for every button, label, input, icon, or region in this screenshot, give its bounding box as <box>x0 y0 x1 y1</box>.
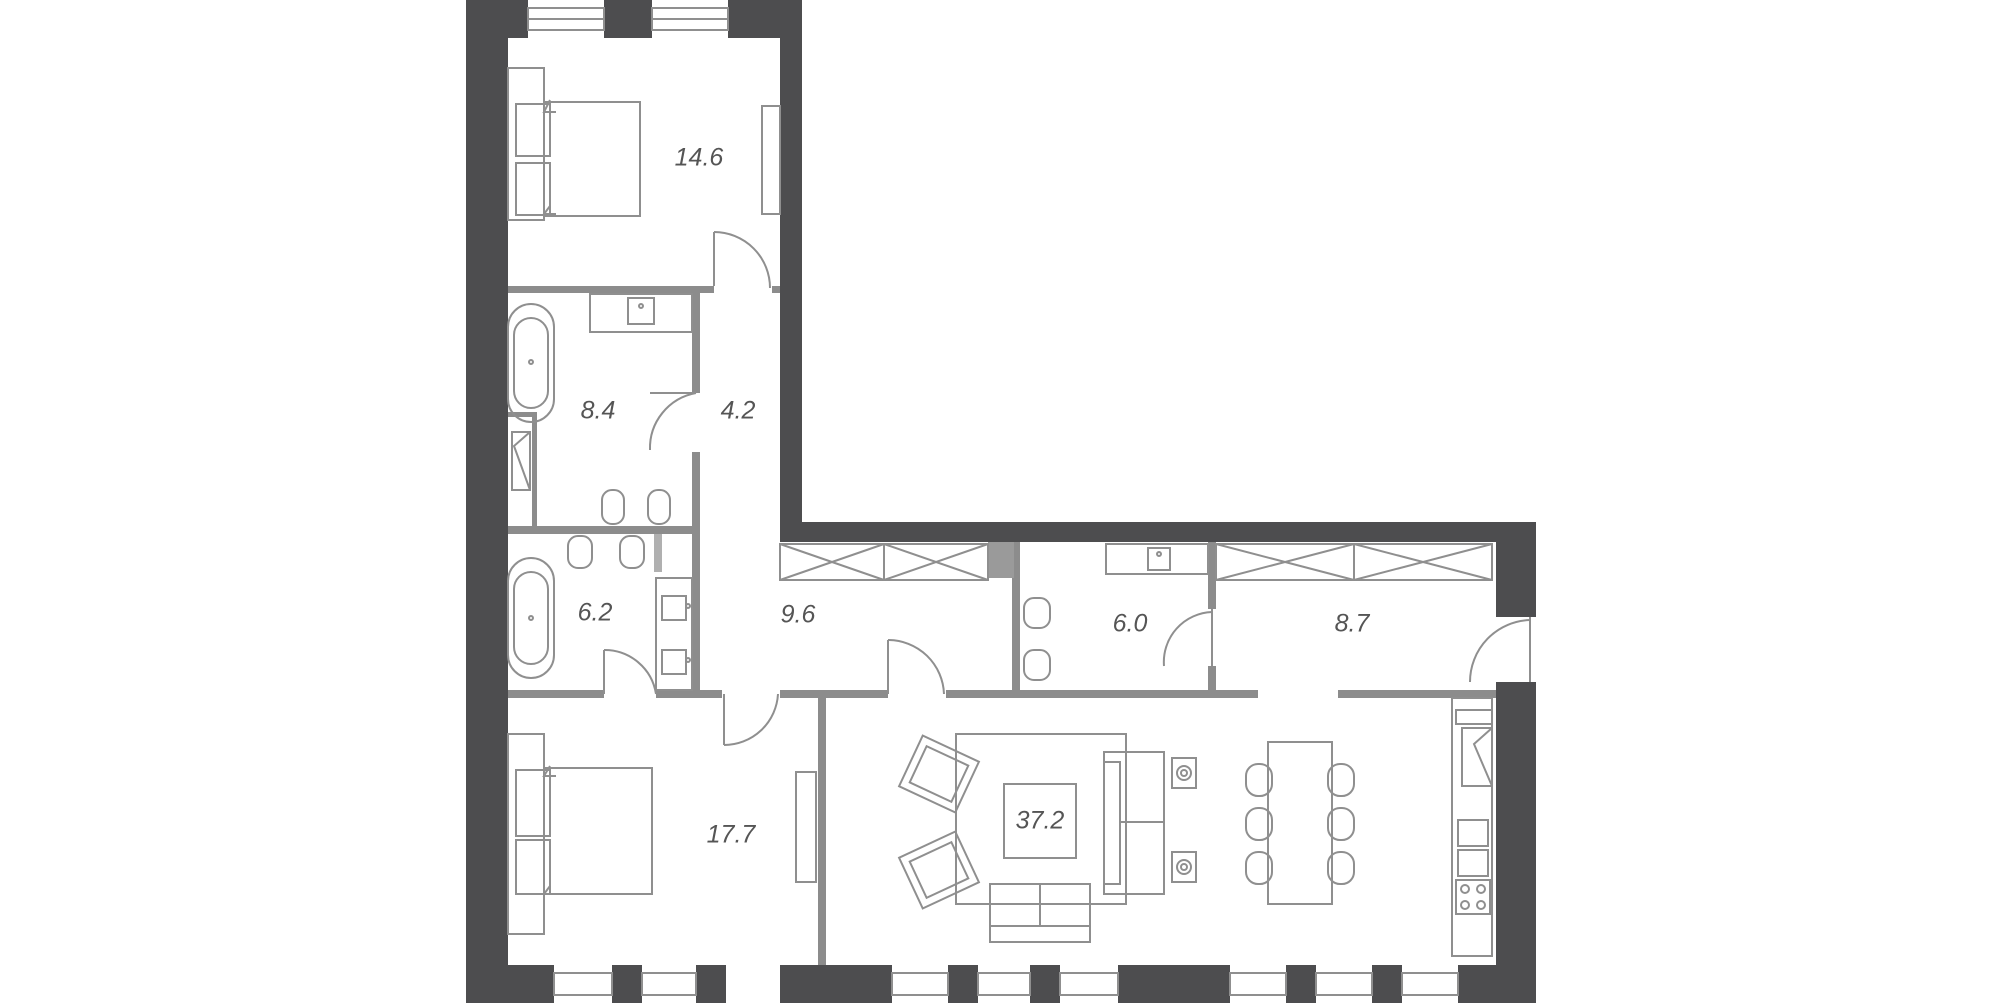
coffee-table <box>1003 783 1077 859</box>
area-label-corridor-upper: 4.2 <box>721 397 756 425</box>
sofa-south <box>989 883 1091 943</box>
armchair-south <box>897 830 981 910</box>
dining-table <box>1245 741 1355 905</box>
side-tables <box>1171 757 1197 883</box>
vanity-north <box>589 293 693 333</box>
area-labels: 14.6 8.4 4.2 6.2 9.6 6.0 8.7 17.7 37.2 <box>578 144 1371 849</box>
interior-partitions <box>508 286 1496 965</box>
armchair-north <box>897 734 981 814</box>
area-label-bedroom-north: 14.6 <box>675 144 724 172</box>
bathtub-south <box>507 557 555 679</box>
exterior-walls <box>466 0 1536 1003</box>
furniture <box>507 67 1493 957</box>
shower-north <box>511 431 531 491</box>
area-label-hallway: 9.6 <box>781 601 816 629</box>
area-label-bedroom-south: 17.7 <box>707 821 757 849</box>
kitchen-unit <box>1451 697 1493 957</box>
wardrobe-north <box>761 105 781 215</box>
vanity-wc <box>1105 543 1209 575</box>
bathtub-north <box>507 303 555 423</box>
doors <box>603 231 1531 747</box>
sofa-east <box>1103 751 1165 895</box>
vanity-south <box>655 577 693 691</box>
bed-south <box>507 733 653 935</box>
area-label-bathroom-north: 8.4 <box>581 397 616 425</box>
area-label-guest-wc: 6.0 <box>1113 610 1148 638</box>
area-label-bathroom-south: 6.2 <box>578 599 613 627</box>
windows <box>527 7 1459 996</box>
wardrobe-south <box>795 771 817 883</box>
bed-north <box>507 67 641 221</box>
area-label-entrance: 8.7 <box>1335 610 1371 638</box>
area-label-living-kitchen: 37.2 <box>1016 807 1065 835</box>
